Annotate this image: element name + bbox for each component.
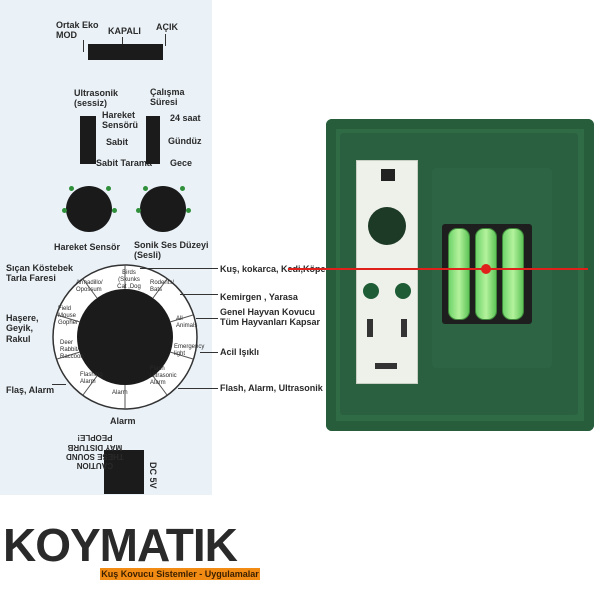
leader-line [200,352,218,353]
fixed-sweep-label: Sabit Tarama [96,158,152,168]
ultrasonic-label: Ultrasonik (sessiz) [74,88,119,109]
leader-line [122,37,123,49]
dial-segment: Birds (Skunks Cat ,Dog [117,270,141,290]
leader-line [52,384,66,385]
device-switch [367,319,373,337]
fixed-label: Sabit [106,137,129,147]
eco-mode-label: Ortak Eko MOD [56,20,99,41]
dial-segment: Emergency light [174,344,205,357]
knob-tick [69,186,74,191]
sensor-switch[interactable] [80,116,96,164]
motion-sensor-knob[interactable] [66,186,112,232]
mode-switch[interactable] [88,44,163,60]
brand-tagline: Kuş Kovucu Sistemler - Uygulamalar [100,568,260,580]
knob-tick [186,208,191,213]
callout-field-mouse: Sıçan Köstebek Tarla Faresi [6,263,74,284]
battery-cell [448,228,470,320]
dial-segment: Armadillo/ Opossum [76,280,103,293]
callout-all-animals: Genel Hayvan Kovucu Tüm Hayvanları Kapsa… [220,307,321,328]
knob-tick [180,186,185,191]
leader-line [140,268,218,269]
dial-segment: Field Mouse Gopher [58,306,79,326]
device-knob [395,283,411,299]
callout-emergency: Acil Işıklı [220,347,260,357]
day-label: Gündüz [168,136,202,146]
battery-cell [475,228,497,320]
callout-deer: Haşere, Geyik, Rakul [6,313,39,344]
sound-level-knob-label: Sonik Ses Düzeyi (Sesli) [134,240,209,261]
caution-text: CAUTION THESE SOUND MAY DISTURB PEOPLE! [66,433,124,470]
dial-segment: All Animals [176,316,198,329]
control-panel-diagram [0,0,212,495]
dc-jack [381,169,395,181]
callout-flash-alarm: Flaş, Alarm [6,385,55,395]
callout-birds: Kuş, kokarca, Kedi,Köpek [220,264,331,274]
sound-level-knob[interactable] [140,186,186,232]
motion-sensor-label: Hareket Sensörü [102,110,139,131]
off-label: KAPALI [108,26,141,36]
device-knob [363,283,379,299]
mode-dial[interactable] [50,262,200,412]
24h-label: 24 saat [170,113,201,123]
dial-segment: Alarm [112,390,128,396]
callout-alarm: Alarm [110,416,136,426]
leader-line [83,40,84,52]
dial-segment: Flash Ultrasonic Alarm [150,366,177,386]
battery-cell [502,228,524,320]
indicator-line [288,268,588,270]
device-control-panel [356,160,418,384]
device-dial [368,207,406,245]
callout-rodents: Kemirgen , Yarasa [220,292,298,302]
time-switch[interactable] [146,116,160,164]
night-label: Gece [170,158,193,168]
knob-tick [62,208,67,213]
dial-segment: Rodents/ Bats [150,280,175,293]
brand-logo: KOYMATIK [3,519,238,571]
callout-flash-ultrasonic: Flash, Alarm, Ultrasonik [220,383,323,393]
speaker-port [104,450,144,494]
leader-line [180,294,218,295]
work-time-label: Çalışma Süresi [150,87,185,108]
knob-tick [143,186,148,191]
leader-line [178,388,218,389]
device-switch [401,319,407,337]
device-switch [375,363,397,369]
knob-tick [112,208,117,213]
knob-tick [136,208,141,213]
knob-tick [106,186,111,191]
dial-segment: Flashing Alarm [80,372,103,385]
dial-segment: Deer Rabbit/ Raccoon [60,340,84,360]
indicator-dot [481,264,491,274]
leader-line [196,318,218,319]
dc-power-label: DC 5V [148,462,158,489]
on-label: AÇIK [156,22,178,32]
motion-sensor-knob-label: Hareket Sensör [54,242,121,252]
leader-line [165,34,166,46]
